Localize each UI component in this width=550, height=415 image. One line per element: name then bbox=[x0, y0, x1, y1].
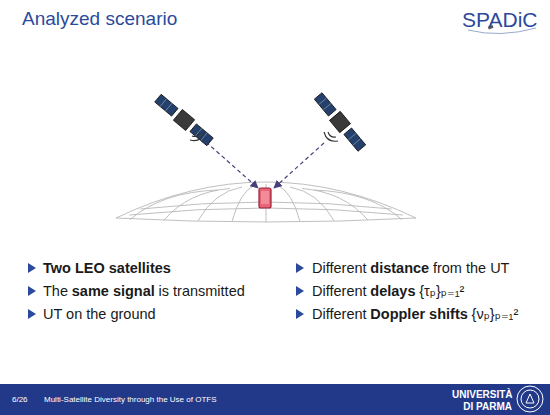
footer-bar bbox=[0, 384, 550, 415]
radio-waves bbox=[324, 132, 338, 141]
bullet-text: distance bbox=[370, 260, 429, 276]
page-number: 6/26 bbox=[12, 395, 28, 404]
bullet-text: {τₚ}ₚ₌₁² bbox=[419, 283, 464, 299]
university-name: DI PARMA bbox=[452, 401, 512, 412]
bullet-text: UT on the ground bbox=[43, 306, 156, 322]
bullet-line: Two LEO satellites bbox=[43, 260, 171, 276]
user-terminal-phone bbox=[259, 188, 271, 208]
bullet-text: same signal bbox=[72, 283, 155, 299]
bullet-text: {νₚ}ₚ₌₁² bbox=[472, 306, 519, 322]
bullet-text: Different bbox=[312, 260, 367, 276]
bullet-text: is transmitted bbox=[159, 283, 245, 299]
signal-arrow bbox=[274, 143, 324, 188]
signal-arrow bbox=[206, 142, 258, 188]
satellite bbox=[153, 93, 214, 147]
bullet-text: from the UT bbox=[433, 260, 510, 276]
satellite bbox=[313, 91, 367, 152]
bullet-text: Two LEO satellites bbox=[43, 260, 171, 276]
bullet-text: Doppler shifts bbox=[370, 306, 467, 322]
university-name: UNIVERSITÀ bbox=[452, 389, 512, 400]
bullet-text: delays bbox=[370, 283, 415, 299]
slide-title: Analyzed scenario bbox=[22, 8, 177, 30]
radio-waves bbox=[190, 132, 204, 141]
bullet-line: DifferentDoppler shifts {νₚ}ₚ₌₁² bbox=[312, 306, 518, 322]
bullet-text: The bbox=[43, 283, 68, 299]
bullet-line: Differentdelays{τₚ}ₚ₌₁² bbox=[312, 283, 464, 299]
bullet-line: Thesame signalis transmitted bbox=[43, 283, 245, 299]
footer-title: Multi-Satellite Diversity through the Us… bbox=[44, 395, 217, 404]
project-logo: SPADiC bbox=[462, 8, 537, 32]
earth-globe bbox=[116, 182, 416, 222]
bullet-line: Differentdistancefrom the UT bbox=[312, 260, 509, 276]
bullet-text: Different bbox=[312, 306, 367, 322]
bullet-line: UT on the ground bbox=[43, 306, 156, 322]
university-crest bbox=[517, 386, 543, 412]
bullet-text: Different bbox=[312, 283, 367, 299]
